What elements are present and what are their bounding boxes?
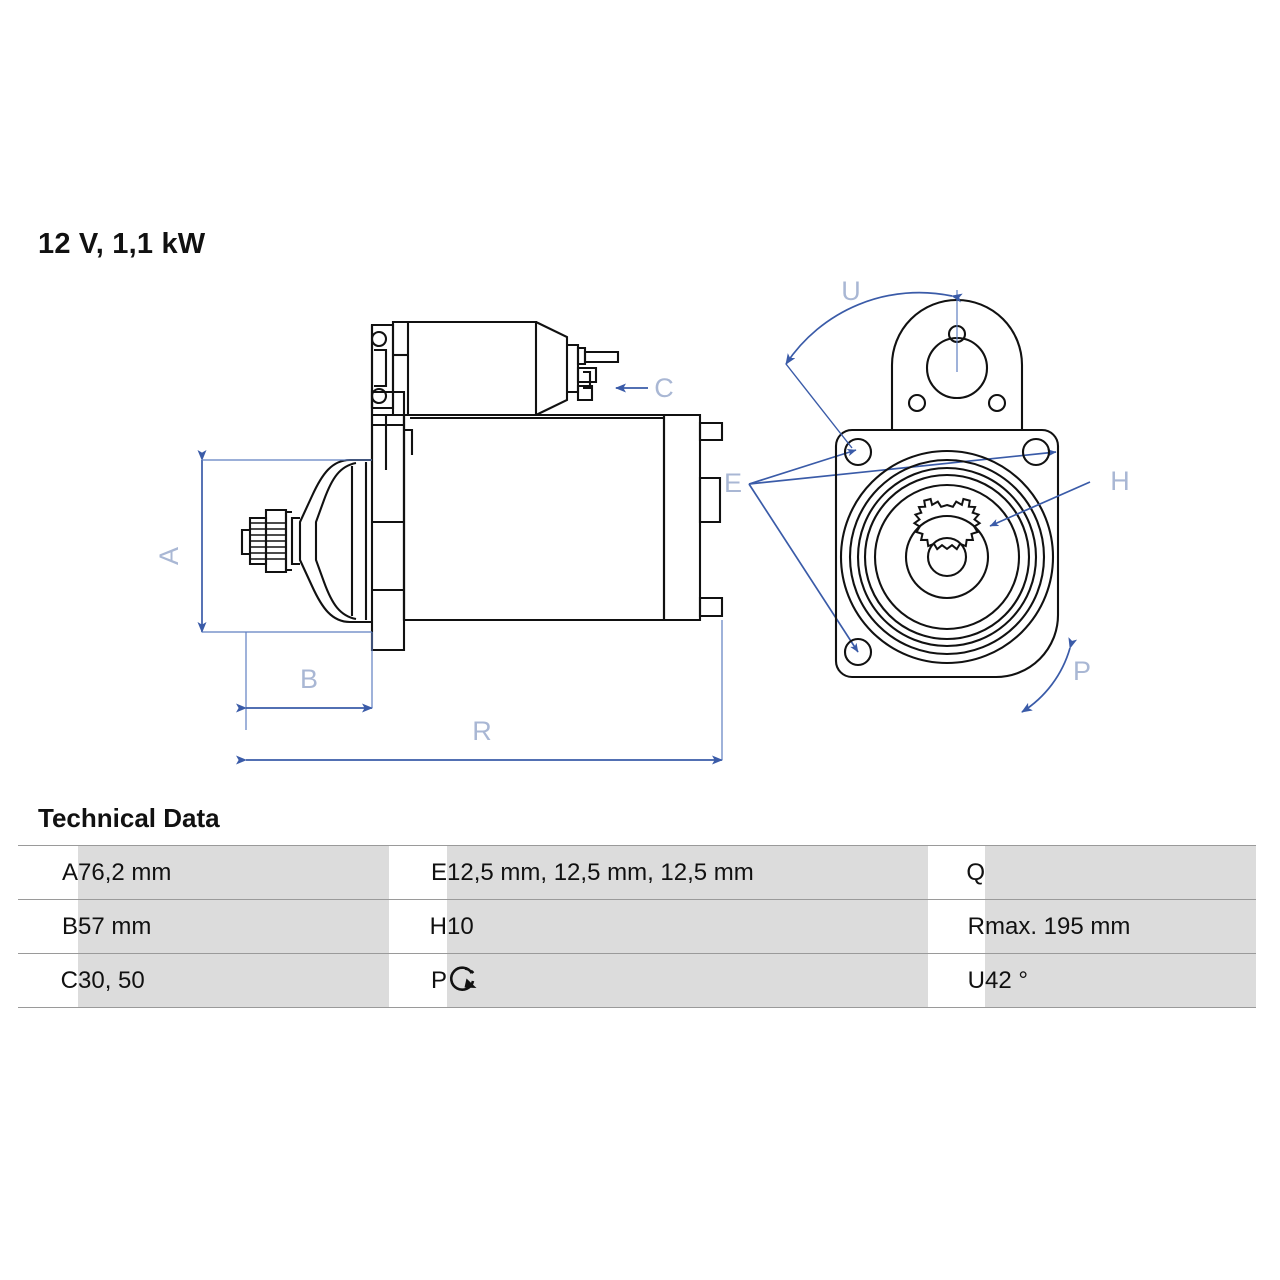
starter-motor-side-view xyxy=(370,320,620,470)
table-row: A 76,2 mm E 12,5 mm, 12,5 mm, 12,5 mm Q xyxy=(18,845,1256,900)
end-view-dimensions xyxy=(785,290,1091,713)
table-row: B 57 mm H 10 R max. 195 mm xyxy=(18,899,1256,954)
row-label-p: P xyxy=(389,953,447,1008)
dimension-label-a: A xyxy=(154,547,184,565)
dimension-label-c: C xyxy=(654,373,674,403)
dimension-label-b: B xyxy=(300,664,318,694)
technical-data-heading: Technical Data xyxy=(38,803,220,833)
mounting-hole-top-right xyxy=(1021,437,1051,467)
dimension-label-p: P xyxy=(1073,656,1091,686)
side-view-dimensions xyxy=(197,383,1057,765)
row-label-e: E xyxy=(389,845,447,900)
row-value-h: 10 xyxy=(447,899,928,954)
row-value-q xyxy=(985,845,1256,900)
row-label-u: U xyxy=(928,953,985,1008)
row-value-e: 12,5 mm, 12,5 mm, 12,5 mm xyxy=(447,845,928,900)
mounting-hole-top-left xyxy=(843,437,873,467)
starter-motor-end-view xyxy=(834,299,1060,679)
dimension-label-r: R xyxy=(472,716,492,746)
row-label-q: Q xyxy=(928,845,985,900)
technical-data-table: A 76,2 mm E 12,5 mm, 12,5 mm, 12,5 mm Q … xyxy=(18,845,1256,1008)
dimension-label-h: H xyxy=(1110,466,1130,496)
row-value-u: 42 ° xyxy=(985,953,1256,1008)
end-view-dimension-labels: U H P xyxy=(841,276,1130,686)
starter-motor-main-body xyxy=(240,390,724,652)
row-value-c: 30, 50 xyxy=(78,953,389,1008)
row-label-r: R xyxy=(928,899,985,954)
mounting-hole-bottom-left xyxy=(843,637,873,667)
rotation-clockwise-icon xyxy=(447,964,481,998)
row-label-a: A xyxy=(18,845,78,900)
row-value-p xyxy=(447,953,928,1008)
row-value-r: max. 195 mm xyxy=(985,899,1256,954)
dimension-label-e: E xyxy=(724,468,742,498)
row-label-b: B xyxy=(18,899,78,954)
pinion-gear-icon xyxy=(904,497,990,600)
side-view-dimension-labels: A B R C E xyxy=(154,373,742,746)
technical-drawing: A B R C E xyxy=(154,276,1130,765)
row-value-a: 76,2 mm xyxy=(78,845,389,900)
row-label-h: H xyxy=(389,899,447,954)
row-value-b: 57 mm xyxy=(78,899,389,954)
row-label-c: C xyxy=(18,953,78,1008)
dimension-label-u: U xyxy=(841,276,861,306)
table-row: C 30, 50 P U 42 ° xyxy=(18,953,1256,1008)
page-title: 12 V, 1,1 kW xyxy=(38,228,206,260)
